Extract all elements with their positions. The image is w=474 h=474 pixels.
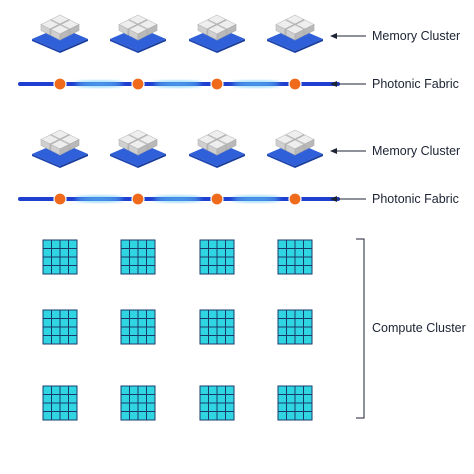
annotations: Memory Cluster Photonic Fabric Memory Cl… [330,29,466,419]
compute-chip-icon-2-3 [199,309,235,345]
memory-chip-stack-icon-1-2 [110,14,166,53]
photonic-fabric-label-1: Photonic Fabric [372,77,459,91]
compute-chip-icon-1-4 [277,239,313,275]
photonic-node-icon-2-2 [131,192,145,206]
photonic-node-icon-1-2 [131,77,145,91]
memory-chip-stack-icon-2-2 [110,129,166,168]
photonic-fabric-arrow-1 [330,81,366,87]
compute-chip-icon-1-3 [199,239,235,275]
fabric-nodes [53,77,302,206]
memory-cluster-arrow-1 [330,33,366,39]
memory-chip-stack-icon-1-4 [267,14,323,53]
memory-chip-stack-icon-2-3 [189,129,245,168]
memory-cluster-arrow-2 [330,148,366,154]
photonic-node-icon-1-4 [288,77,302,91]
photonic-fabric-arrow-2 [330,196,366,202]
memory-clusters [32,14,323,168]
photonic-node-icon-1-1 [53,77,67,91]
memory-chip-stack-icon-2-4 [267,129,323,168]
compute-chip-icon-1-2 [120,239,156,275]
photonic-node-icon-2-3 [210,192,224,206]
compute-cluster-label: Compute Cluster [372,321,466,335]
compute-chip-icon-1-1 [42,239,78,275]
compute-chip-icon-3-2 [120,385,156,421]
compute-cluster-bracket [356,238,365,419]
memory-cluster-label-2: Memory Cluster [372,144,460,158]
memory-chip-stack-icon-1-3 [189,14,245,53]
compute-chip-icon-2-1 [42,309,78,345]
photonic-node-icon-2-4 [288,192,302,206]
memory-cluster-label-1: Memory Cluster [372,29,460,43]
photonic-node-icon-1-3 [210,77,224,91]
compute-chip-icon-2-4 [277,309,313,345]
memory-chip-stack-icon-2-1 [32,129,88,168]
compute-chip-icon-2-2 [120,309,156,345]
interconnect-links [5,44,350,465]
compute-cluster [42,239,313,421]
compute-chip-icon-3-3 [199,385,235,421]
compute-chip-icon-3-1 [42,385,78,421]
photonic-fabric-bus-1 [18,80,340,88]
photonic-node-icon-2-1 [53,192,67,206]
memory-chip-stack-icon-1-1 [32,14,88,53]
photonic-fabric-label-2: Photonic Fabric [372,192,459,206]
photonic-fabric-bus-2 [18,195,340,203]
compute-chip-icon-3-4 [277,385,313,421]
